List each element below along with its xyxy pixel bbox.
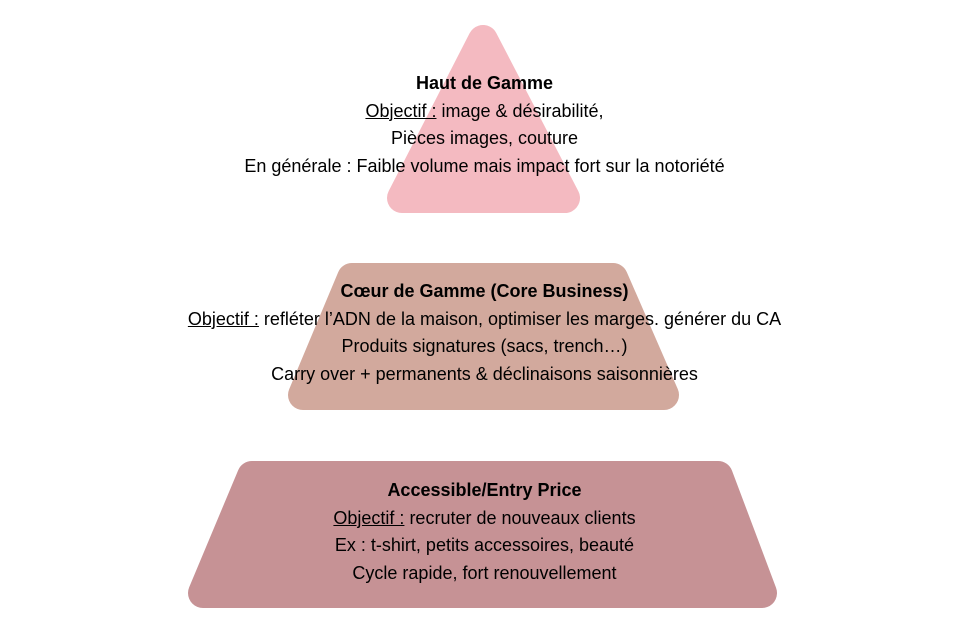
tier-objective: Objectif : refléter l’ADN de la maison, … xyxy=(0,306,969,334)
tier-line: Pièces images, couture xyxy=(390,128,579,148)
tier-line: Produits signatures (sacs, trench…) xyxy=(341,336,628,356)
tier-objective: Objectif : image & désirabilité, xyxy=(0,98,969,126)
tier-line: En générale : Faible volume mais impact … xyxy=(244,155,725,176)
tier-title: Accessible/Entry Price xyxy=(387,480,582,500)
middle-tier-shape xyxy=(288,263,679,410)
tier-objective: Objectif : recruter de nouveaux clients xyxy=(0,505,969,533)
middle-tier-text: Cœur de Gamme (Core Business) Objectif :… xyxy=(0,278,969,388)
tier-line: Carry over + permanents & déclinaisons s… xyxy=(271,363,698,384)
top-tier-shape xyxy=(387,25,580,213)
bottom-tier-text: Accessible/Entry Price Objectif : recrut… xyxy=(0,477,969,587)
tier-title: Haut de Gamme xyxy=(415,73,554,93)
tier-line: Cycle rapide, fort renouvellement xyxy=(352,562,617,583)
objective-text: image & désirabilité, xyxy=(436,100,604,121)
tier-line: Ex : t-shirt, petits accessoires, beauté xyxy=(334,535,635,555)
tier-title: Cœur de Gamme (Core Business) xyxy=(340,281,629,301)
objective-label: Objectif : xyxy=(365,100,437,121)
bottom-tier-shape xyxy=(188,461,777,608)
objective-text: recruter de nouveaux clients xyxy=(404,507,636,528)
top-tier-text: Haut de Gamme Objectif : image & désirab… xyxy=(0,70,969,180)
objective-text: refléter l’ADN de la maison, optimiser l… xyxy=(258,308,782,329)
objective-label: Objectif : xyxy=(187,308,259,329)
objective-label: Objectif : xyxy=(333,507,405,528)
